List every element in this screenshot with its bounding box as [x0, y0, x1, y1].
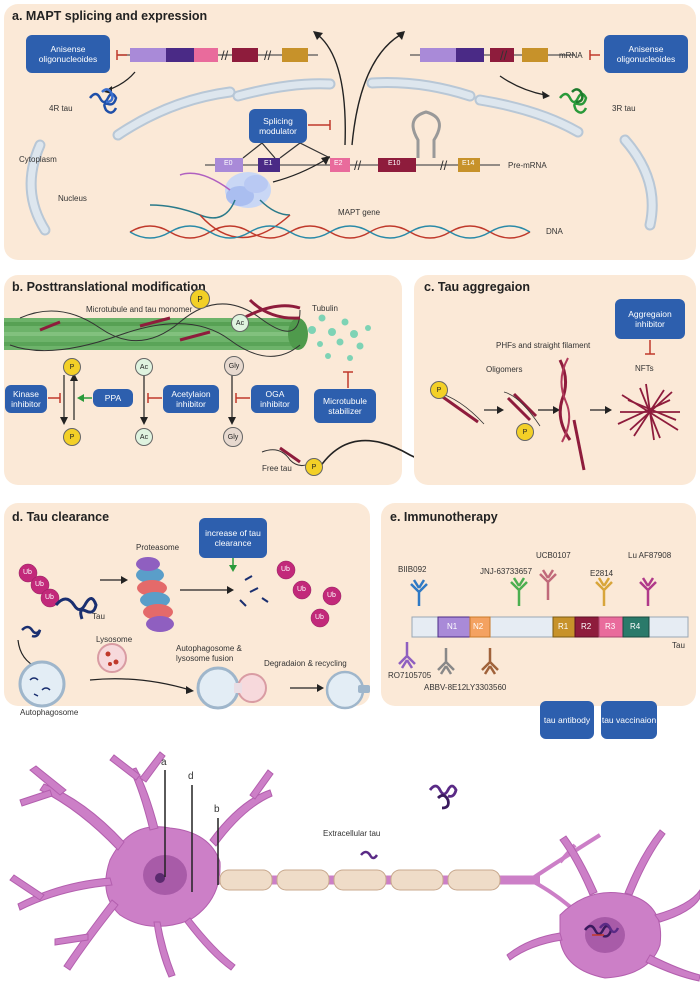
domain-r2: R2 [581, 622, 592, 631]
aggregation-inhibitor-box: Aggregaion inhibitor [615, 299, 685, 339]
ub-marker-5: Ub [297, 586, 306, 593]
oga-inhibitor-box: OGA inhibitor [251, 385, 299, 413]
domain-n1: N1 [447, 622, 458, 631]
antibody-ucb0107: UCB0107 [536, 551, 571, 560]
antibody-abbv-8e12: ABBV-8E12 [424, 683, 467, 692]
ub-marker-7: Ub [315, 614, 324, 621]
domain-n2: N2 [473, 622, 484, 631]
p-marker-free-1: P [63, 428, 81, 446]
svg-text://: // [221, 48, 229, 63]
panel-d-graphics [17, 557, 370, 710]
gly-marker-mt: Gly [224, 356, 244, 376]
microtubule-stabilizer-box: Microtubule stabilizer [314, 389, 376, 423]
panel-c-graphics [435, 340, 680, 471]
antibody-ro7105705-label: RO7105705 [388, 671, 432, 680]
label-degradation: Degradaion & recycling [264, 659, 347, 668]
ac-marker: Ac [231, 314, 249, 332]
ub-marker-3: Ub [45, 594, 54, 601]
antibody-lu-af87908: Lu AF87908 [628, 551, 672, 560]
kinase-inhibitor-box: Kinase inhibitor [5, 385, 47, 413]
exon-e14: E14 [462, 160, 475, 167]
label-lysosome: Lysosome [96, 635, 133, 644]
label-autophagosome: Autophagosome [20, 708, 79, 717]
exon-e2: E2 [334, 160, 343, 167]
ub-marker-1: Ub [23, 569, 32, 576]
label-oligomers: Oligomers [486, 365, 523, 374]
antibody-ly3303560: LY3303560 [466, 683, 507, 692]
splicing-modulator-box: Splicing modulator [249, 109, 307, 143]
antibody-biib092: BIIB092 [398, 565, 427, 574]
ac-marker-free: Ac [135, 428, 153, 446]
antibody-jnj: JNJ-63733657 [480, 567, 533, 576]
label-microtubule: Microtubule and tau monomer [86, 305, 193, 314]
panel-e-graphics [398, 569, 689, 675]
p-marker-c-2: P [516, 423, 534, 441]
label-dna: DNA [546, 227, 563, 236]
aso-left-box: Anisense oligonucleoides [26, 35, 110, 73]
pointer-a: a [161, 757, 167, 768]
exon-e10: E10 [388, 160, 401, 167]
exon-e0: E0 [224, 160, 233, 167]
ub-marker-2: Ub [35, 581, 44, 588]
label-4r-tau: 4R tau [49, 104, 73, 113]
svg-text://: // [440, 158, 448, 173]
panel-c-title: c. Tau aggregaion [424, 280, 531, 294]
panel-a-title: a. MAPT splicing and expression [12, 9, 208, 23]
tau-vaccination-box: tau vaccinaion [601, 701, 657, 739]
label-extracellular-tau: Extracellular tau [323, 829, 381, 838]
ub-marker-4: Ub [281, 566, 290, 573]
panel-b-title: b. Posttranslational modification [12, 280, 206, 294]
p-marker-c-1: P [430, 381, 448, 399]
pointer-d: d [188, 771, 194, 782]
antibody-e2814: E2814 [590, 569, 614, 578]
pointer-b: b [214, 804, 220, 815]
label-tubulin: Tubulin [312, 304, 338, 313]
domain-r4: R4 [630, 622, 641, 631]
label-pre-mrna: Pre-mRNA [508, 161, 547, 170]
label-tau-e: Tau [672, 641, 685, 650]
panel-a-graphics: // // // // // [25, 31, 658, 239]
panel-d-title: d. Tau clearance [12, 510, 110, 524]
label-fusion: Autophagosome & lysosome fusion [176, 644, 242, 663]
label-phfs: PHFs and straight filament [496, 341, 591, 350]
ub-marker-6: Ub [327, 592, 336, 599]
increase-clearance-box: increase of tau clearance [199, 518, 267, 558]
p-marker-free-tau: P [305, 458, 323, 476]
panel-e [381, 503, 696, 706]
panel-d [4, 503, 370, 706]
aso-right-box: Anisense oligonucleoides [604, 35, 688, 73]
p-marker-mt-1: P [63, 358, 81, 376]
label-mapt-gene: MAPT gene [338, 208, 381, 217]
domain-r3: R3 [605, 622, 616, 631]
label-proteasome: Proteasome [136, 543, 180, 552]
svg-text://: // [500, 48, 508, 63]
gly-marker-free: Gly [223, 427, 243, 447]
label-nfts: NFTs [635, 364, 654, 373]
ac-marker-mt: Ac [135, 358, 153, 376]
acetylation-inhibitor-box: Acetylaion inhibitor [163, 385, 219, 413]
ppa-box: PPA [93, 389, 133, 407]
label-mrna: mRNA [559, 51, 583, 60]
panel-e-title: e. Immunotherapy [390, 510, 498, 524]
exon-e1: E1 [264, 160, 273, 167]
p-marker: P [190, 289, 210, 309]
label-tau-d: Tau [92, 612, 105, 621]
svg-text://: // [264, 48, 272, 63]
label-nucleus: Nucleus [58, 194, 87, 203]
label-cytoplasm: Cytoplasm [19, 155, 57, 164]
label-3r-tau: 3R tau [612, 104, 636, 113]
svg-text://: // [354, 158, 362, 173]
label-free-tau: Free tau [262, 464, 292, 473]
tau-antibody-box: tau antibody [540, 701, 594, 739]
domain-r1: R1 [558, 622, 569, 631]
